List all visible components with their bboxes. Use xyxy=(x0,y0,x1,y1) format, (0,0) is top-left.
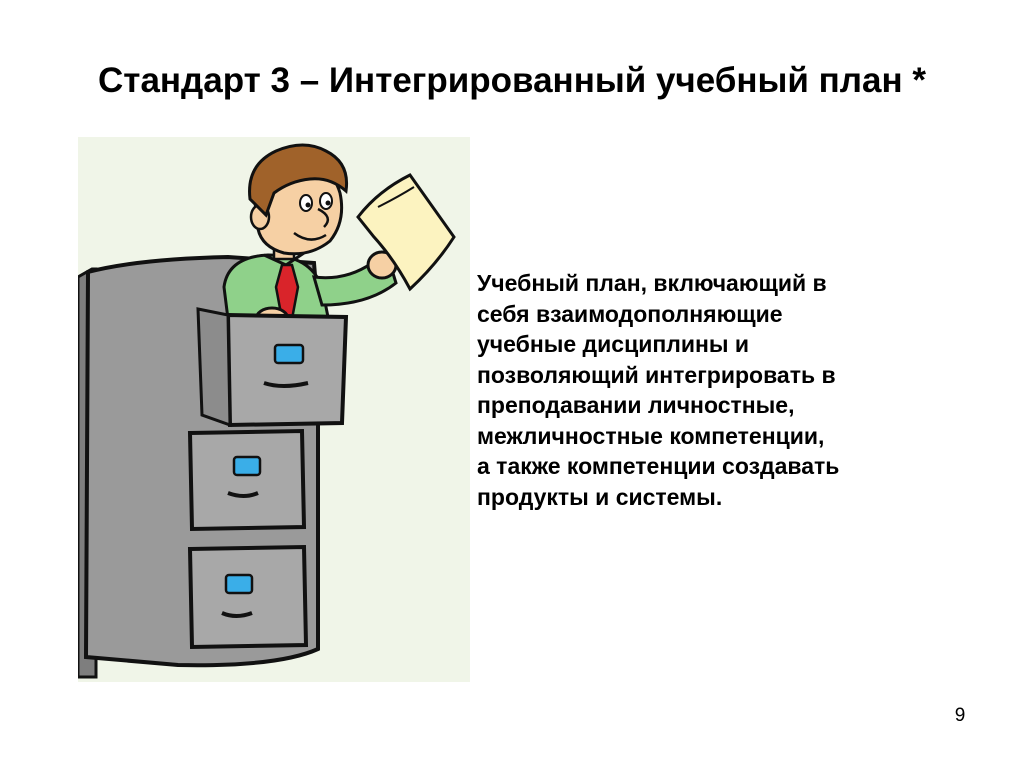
drawer-middle xyxy=(187,428,307,532)
man-hair xyxy=(248,143,349,218)
filing-cabinet-illustration xyxy=(78,137,470,682)
description-line: Учебный план, включающий в xyxy=(477,270,827,296)
description-line: себя взаимодополняющие xyxy=(477,300,783,327)
description-line: межличностные компетенции, xyxy=(477,422,825,449)
standard-description: Учебный план, включающий в себя взаимодо… xyxy=(477,268,947,512)
description-line: продукты и системы. xyxy=(477,483,723,510)
drawer-label-icon xyxy=(232,455,262,477)
slide-title: Стандарт 3 – Интегрированный учебный пла… xyxy=(98,61,926,100)
paper-sheet xyxy=(356,173,456,292)
page-number: 9 xyxy=(954,705,966,726)
drawer-label-icon xyxy=(273,343,305,365)
description-line: а также компетенции создавать xyxy=(477,453,840,479)
description-line: преподавании личностные, xyxy=(477,392,795,418)
description-line: учебные дисциплины и xyxy=(477,331,750,357)
clipart-man-in-filing-cabinet xyxy=(78,137,470,682)
drawer-bottom xyxy=(187,544,309,650)
drawer-top-open xyxy=(225,312,349,428)
drawer-label-icon xyxy=(224,573,254,595)
description-line: позволяющий интегрировать в xyxy=(477,361,836,388)
